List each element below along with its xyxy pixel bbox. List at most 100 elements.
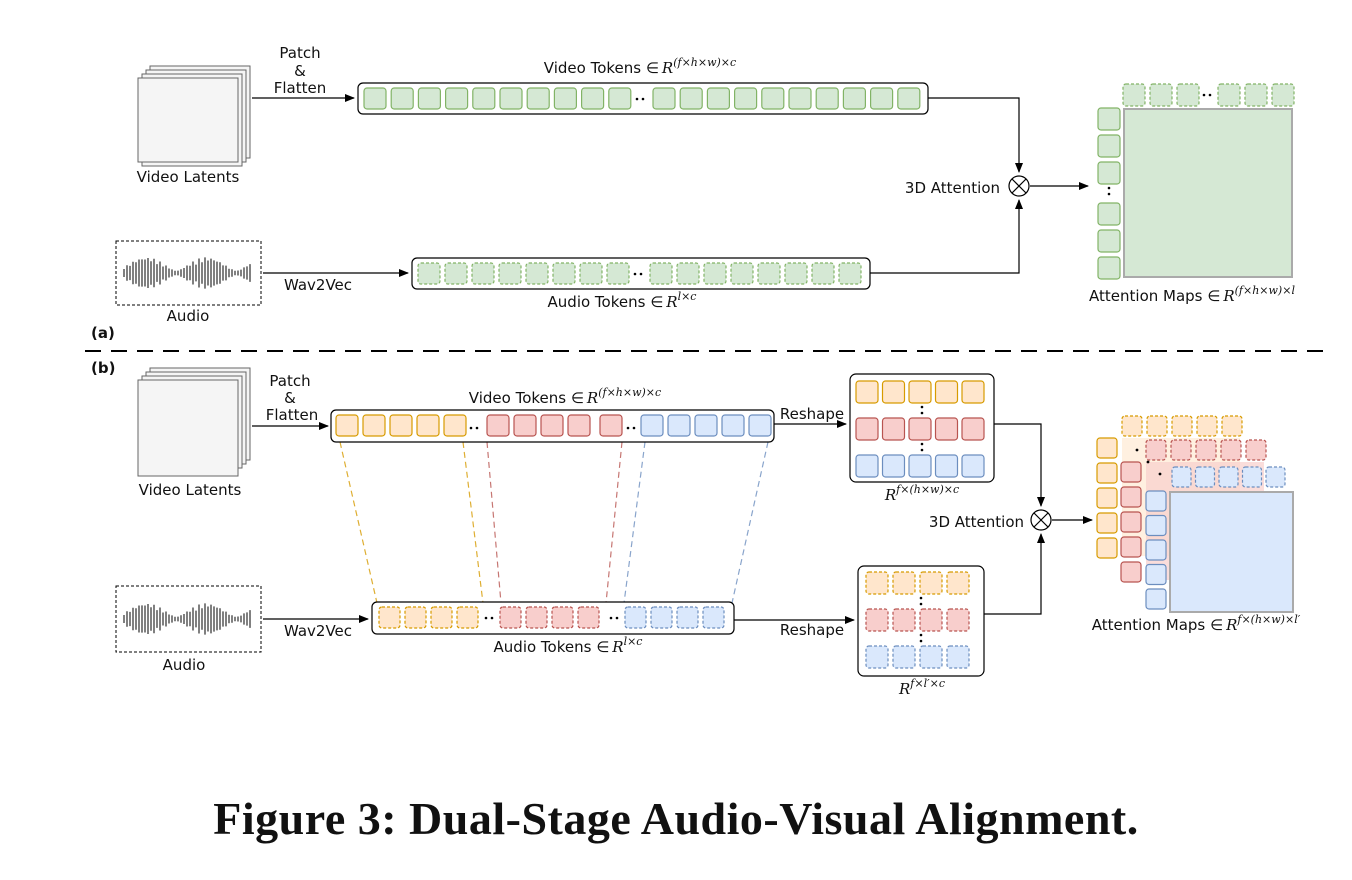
panel-label-b: (b) [91, 359, 115, 377]
token [577, 606, 600, 629]
reshape-label-video: Reshape [780, 405, 844, 423]
arrow-audio-to-attention-b [984, 533, 1045, 615]
video-reshape-dims: Rf×(h×w)×c [884, 483, 959, 504]
token [855, 454, 879, 478]
ellipsis-dot [469, 426, 473, 430]
token [389, 414, 413, 437]
token [757, 262, 781, 285]
flatten-label-b: Flatten [266, 406, 319, 424]
token [498, 262, 522, 285]
token [667, 414, 691, 437]
audio-waveform-a [123, 257, 251, 289]
ellipsis-dot [1146, 460, 1150, 464]
token [1171, 415, 1193, 437]
ellipsis-dot [615, 616, 619, 620]
token [815, 87, 839, 110]
token [1121, 415, 1143, 437]
video-tokens-label-a: Video Tokens ∈R(f×h×w)×c [544, 56, 736, 77]
token [1271, 83, 1295, 107]
ellipsis-dot [1107, 186, 1111, 190]
token [650, 606, 673, 629]
token [1149, 83, 1173, 107]
video-tokens-b [335, 414, 772, 437]
token [362, 414, 386, 437]
patch-label-b: Patch [269, 372, 310, 390]
token [608, 87, 632, 110]
ellipsis-dot [632, 426, 636, 430]
token [640, 414, 664, 437]
ellipsis-dot [635, 97, 639, 101]
wav2vec-label-b: Wav2Vec [284, 622, 352, 640]
token [842, 87, 867, 110]
video-latents-stack-a [137, 65, 251, 167]
attention-map-b [1096, 415, 1294, 613]
token [486, 414, 510, 437]
token [676, 262, 700, 285]
video-latents-stack-b [137, 367, 251, 477]
diagram: Video Latents Patch & Flatten Video Toke… [85, 44, 1330, 698]
token [1194, 466, 1216, 488]
ellipsis-dot [609, 616, 613, 620]
token [855, 380, 879, 404]
token [1196, 415, 1218, 437]
token [580, 87, 605, 110]
ellipsis-dot [626, 426, 630, 430]
token [499, 606, 522, 629]
ellipsis-dot [1107, 192, 1111, 196]
attention-label-b: 3D Attention [929, 513, 1024, 531]
token [881, 380, 906, 404]
token [865, 608, 889, 632]
panel-label-a: (a) [91, 324, 115, 342]
audio-waveform-b [123, 603, 251, 635]
attention-map-square [1123, 108, 1293, 278]
panel-a: Video Latents Patch & Flatten Video Toke… [91, 44, 1295, 342]
token [1097, 229, 1121, 253]
ellipsis-dot [639, 272, 643, 276]
audio-reshape-grid [865, 571, 970, 669]
ellipsis-dot [919, 596, 923, 600]
ellipsis-dot [919, 639, 923, 643]
token [1120, 511, 1142, 533]
token [946, 571, 970, 595]
token [1097, 161, 1121, 185]
correspondence-line [731, 441, 769, 604]
ellipsis-dot [475, 426, 479, 430]
flatten-label-a: Flatten [274, 79, 327, 97]
token [652, 87, 676, 110]
token [1145, 514, 1167, 537]
token [811, 262, 835, 285]
token [934, 380, 959, 404]
token [1171, 466, 1192, 488]
token [456, 606, 479, 629]
ellipsis-dot [920, 448, 924, 452]
token [526, 87, 550, 110]
token [855, 417, 879, 441]
token [430, 606, 453, 629]
token [499, 87, 523, 110]
ellipsis-dot [1135, 448, 1139, 452]
audio-box-a [115, 240, 262, 306]
token [1145, 490, 1167, 512]
arrow-audio-to-attention-a [870, 199, 1023, 274]
token [934, 454, 959, 478]
panel-b: (b) Video Latents Patch & Flatten Video … [91, 359, 1301, 698]
token [1265, 466, 1286, 488]
attention-maps-label-a: Attention Maps ∈R(f×h×w)×l [1089, 284, 1295, 305]
token [1097, 134, 1121, 158]
ampersand-label-b: & [284, 389, 296, 407]
token [1170, 439, 1192, 461]
video-tokens-a [363, 87, 921, 110]
ellipsis-dot [484, 616, 488, 620]
token [1096, 487, 1118, 509]
token [567, 414, 591, 437]
otimes-icon [1008, 175, 1030, 197]
token [1220, 439, 1242, 461]
token [1120, 461, 1142, 483]
token [865, 571, 889, 595]
token [881, 454, 906, 478]
token [1221, 415, 1243, 437]
token-correspondence-lines [339, 441, 769, 604]
token [706, 87, 731, 110]
attention-map-layer-blue [1169, 491, 1294, 613]
token [1145, 588, 1167, 610]
